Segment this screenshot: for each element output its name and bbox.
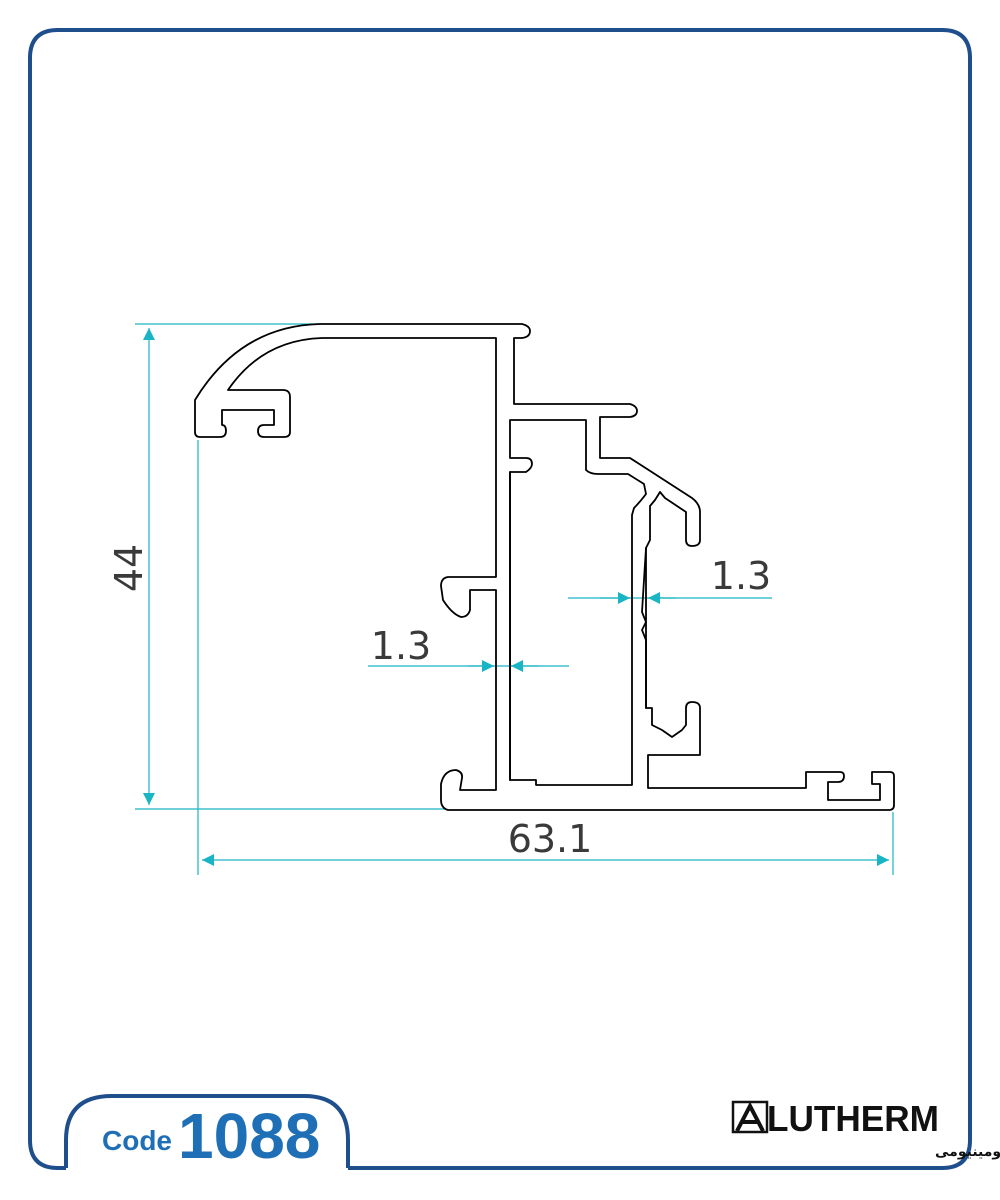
- dimension-lines: [135, 323, 894, 875]
- code-label: Code: [102, 1125, 172, 1156]
- dimension-wall-left-label: 1.3: [371, 624, 431, 668]
- dimension-wall-right-label: 1.3: [711, 554, 771, 598]
- brand-logo: LUTHERM تولیدکننده انواع پروفیل های آلوم…: [731, 1098, 1000, 1160]
- brand-name: LUTHERM: [767, 1098, 939, 1139]
- sheet-frame: [28, 28, 972, 1170]
- profile-inner-chamber: [509, 419, 647, 786]
- brand-logo-a-mark: [731, 1100, 769, 1134]
- dimension-height-label: 44: [107, 544, 151, 592]
- profile-outer-contour: [194, 323, 895, 811]
- aluminium-profile: [194, 323, 895, 811]
- profile-right-wall-line: [641, 547, 647, 709]
- dimension-width-label: 63.1: [508, 817, 593, 861]
- code-number: 1088: [178, 1100, 320, 1172]
- brand-tagline: تولیدکننده انواع پروفیل های آلومینیومی: [935, 1142, 1000, 1160]
- code-tab-frame: [64, 1094, 350, 1168]
